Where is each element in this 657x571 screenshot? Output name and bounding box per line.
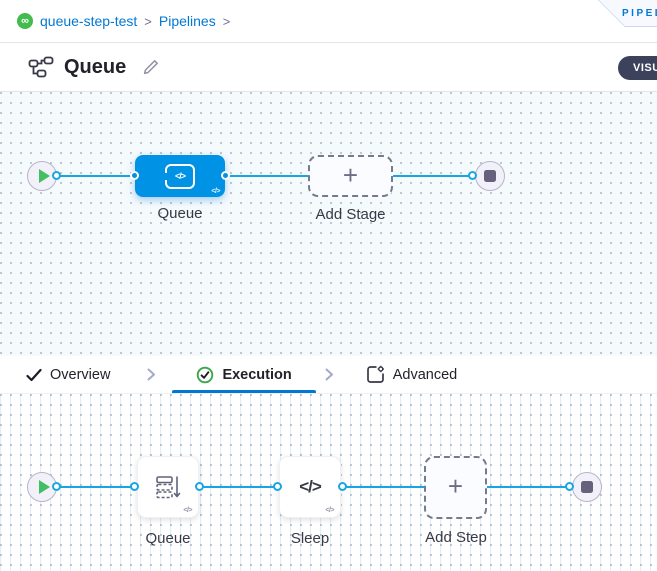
code-icon: </> <box>299 477 322 496</box>
chevron-right-icon <box>146 367 156 382</box>
tab-execution[interactable]: Execution <box>172 356 316 393</box>
stage-node-queue[interactable]: </> </> <box>130 155 230 197</box>
active-tab-underline <box>172 390 316 393</box>
chevron-right-icon <box>324 367 334 382</box>
connector-port <box>273 482 282 491</box>
tab-overview[interactable]: Overview <box>26 356 110 393</box>
add-stage-label: Add Stage <box>315 206 386 223</box>
tab-label: Execution <box>222 366 292 383</box>
execution-tabbar: Overview Execution Advanced <box>0 356 657 394</box>
queue-step-icon <box>156 476 181 499</box>
connector-port <box>52 482 61 491</box>
stage-out-port <box>221 171 230 180</box>
edit-pencil-icon[interactable] <box>142 58 160 76</box>
code-badge-icon: </> <box>325 507 334 514</box>
plus-icon: + <box>342 159 359 190</box>
code-badge-icon: </> <box>211 188 220 195</box>
page-title: Queue <box>64 55 127 78</box>
pipeline-icon <box>28 56 54 78</box>
add-step-button[interactable]: + <box>424 456 487 519</box>
end-node <box>572 472 602 502</box>
connector-port <box>52 171 61 180</box>
stage-node-label: Queue <box>157 205 203 222</box>
stage-in-port <box>130 171 139 180</box>
code-badge-icon: </> <box>183 507 192 514</box>
step-node-sleep[interactable]: </> </> <box>279 456 341 518</box>
breadcrumb-project-link[interactable]: queue-step-test <box>40 13 138 29</box>
tab-advanced[interactable]: Advanced <box>366 356 458 393</box>
add-step-label: Add Step <box>425 529 487 546</box>
add-stage-button[interactable]: + <box>308 155 393 197</box>
play-icon <box>38 480 50 494</box>
visual-yaml-toggle[interactable]: VISUAL <box>618 56 657 80</box>
start-node <box>27 472 57 502</box>
step-node-label: Sleep <box>290 530 330 547</box>
connector-port <box>195 482 204 491</box>
chevron-right-icon: > <box>222 13 231 29</box>
connector-port <box>565 482 574 491</box>
stop-icon <box>484 170 496 182</box>
breadcrumb: ∞ queue-step-test > Pipelines > PIPELINE… <box>0 0 657 43</box>
play-icon <box>38 169 50 183</box>
pipeline-studio-ribbon: PIPELINE STUDIO <box>598 0 657 27</box>
connector-port <box>338 482 347 491</box>
harness-project-icon: ∞ <box>17 13 33 29</box>
step-canvas[interactable]: </> Queue </> </> Sleep + Add Step <box>0 394 657 571</box>
end-node <box>475 161 505 191</box>
code-glyph: </> <box>174 171 186 181</box>
connector-line <box>42 175 490 177</box>
tab-label: Advanced <box>392 366 458 383</box>
connector-port <box>130 482 139 491</box>
tab-label: Overview <box>50 366 111 383</box>
chevron-right-icon: > <box>144 13 152 29</box>
pipeline-header: Queue VISUAL <box>0 43 657 92</box>
breadcrumb-pipelines-link[interactable]: Pipelines <box>158 13 216 29</box>
stop-icon <box>581 481 593 493</box>
plus-icon: + <box>447 471 464 501</box>
advanced-settings-icon <box>366 365 384 383</box>
step-node-queue[interactable]: </> <box>137 456 199 518</box>
ci-stage-icon: </> <box>165 163 195 189</box>
check-icon <box>26 368 42 381</box>
stage-canvas[interactable]: </> </> Queue + Add Stage <box>0 92 657 356</box>
check-circle-icon <box>197 366 214 383</box>
connector-port <box>468 171 477 180</box>
step-node-label: Queue <box>145 530 191 547</box>
ribbon-label: PIPELINE STUDIO <box>622 8 657 19</box>
